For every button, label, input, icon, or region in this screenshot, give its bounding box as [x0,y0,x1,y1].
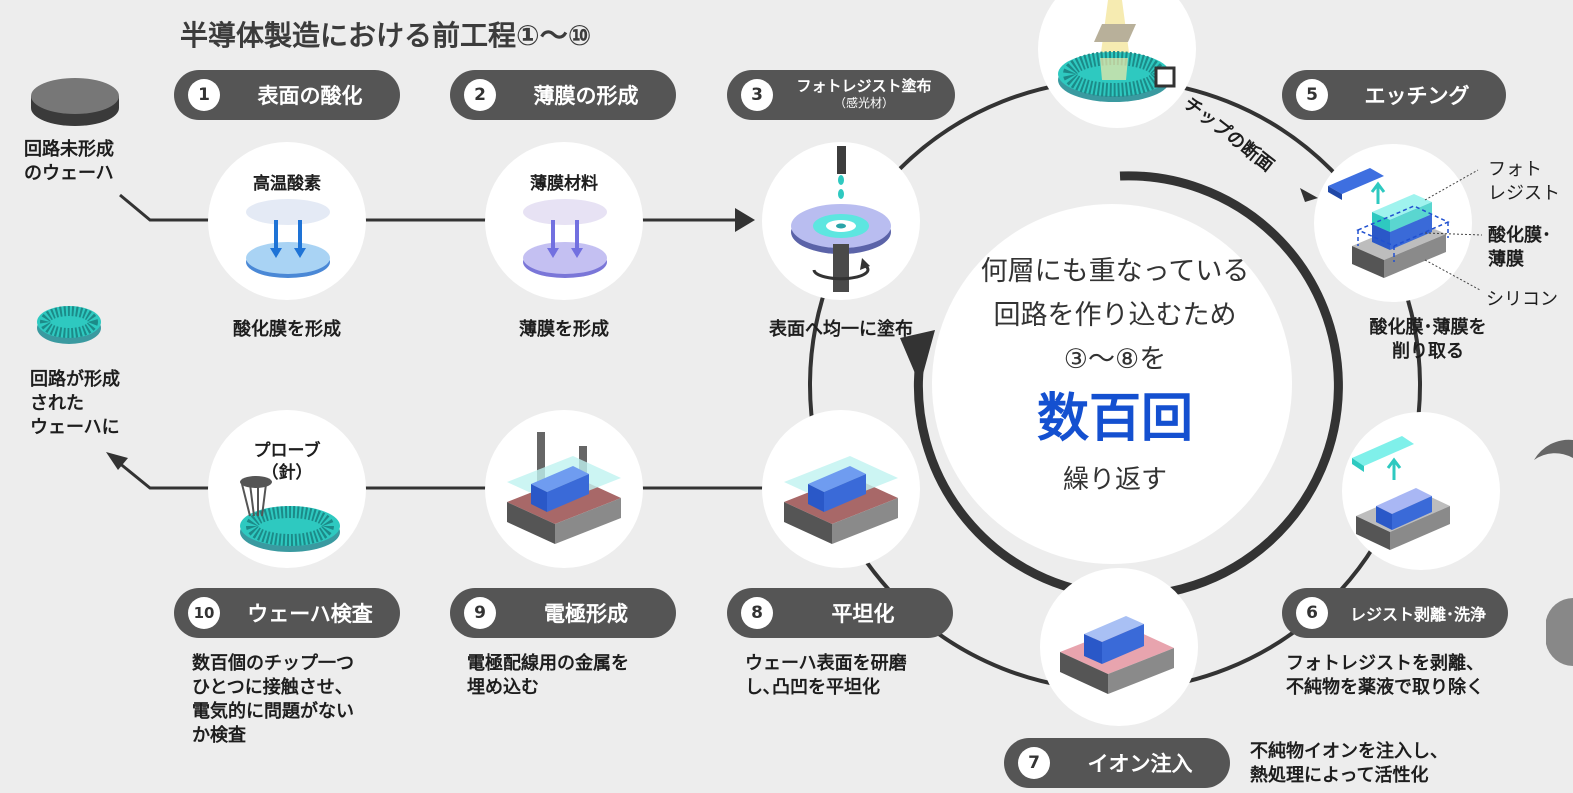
center-emphasis: 数百回 [1020,386,1210,458]
step-number: 1 [188,79,220,111]
step-9-illustration [485,410,643,568]
step-1-desc: 酸化膜を形成 [233,319,341,340]
step-8-desc: ウェーハ表面を研磨し､凸凹を平坦化 [745,653,907,698]
step-5-desc: 酸化膜･薄膜を削り取る [1369,317,1487,362]
step-label: 平坦化 [831,602,895,626]
step-7-desc: 不純物イオンを注入し、熱処理によって活性化 [1250,741,1448,786]
step-6-illustration [1342,412,1500,570]
finished-wafer-label: 回路が形成されたウェーハに [30,369,120,438]
step-label: 表面の酸化 [257,84,363,108]
bare-wafer-icon [31,78,119,126]
step-2-pill: 2 薄膜の形成 [450,70,676,120]
legend-oxide: 酸化膜･薄膜 [1488,225,1551,270]
center-message: 何層にも重なっている 回路を作り込むため ③～⑧を 数百回 繰り返す [945,250,1285,500]
step-number: 2 [464,79,496,111]
step-label: イオン注入 [1087,752,1193,776]
step-6-desc: フォトレジストを剥離、不純物を薬液で取り除く [1286,653,1484,698]
step-7-illustration [1040,568,1198,726]
center-line-1: 何層にも重なっている [980,256,1250,287]
material-label: 薄膜材料 [530,174,598,194]
step-10-desc: 数百個のチップ一つひとつに接触させ、電気的に問題がないか検査 [192,653,354,746]
planarize-icon [784,456,898,544]
step-label: 電極形成 [544,602,628,626]
step-label: ウェーハ検査 [247,602,373,626]
probe-icon [240,476,340,552]
step-number: 10 [188,597,220,629]
strip-clean-icon [1352,436,1450,550]
oxidation-icon [246,199,330,278]
center-line-3: ③～⑧を [1063,344,1167,375]
etching-icon [1328,168,1450,278]
page-title: 半導体製造における前工程①～⑩ [180,19,592,52]
step-5-pill: 5 エッチング [1282,70,1506,120]
step-1-pill: 1 表面の酸化 [174,70,400,120]
step-label: レジスト剥離･洗浄 [1349,605,1486,624]
legend-silicon: シリコン [1486,289,1558,310]
step-number: 5 [1296,79,1328,111]
electrode-icon [507,432,621,544]
ion-implant-icon [1060,616,1174,694]
step-number: 3 [741,79,773,111]
step-1-illustration: 高温酸素 [208,142,366,300]
step-number: 6 [1296,597,1328,629]
step-10-illustration: プローブ（針） [208,410,366,568]
step-3-pill: 3 フォトレジスト塗布 （感光材） [727,70,955,120]
center-line-2: 回路を作り込むため [993,300,1237,331]
step-label: 薄膜の形成 [533,84,639,108]
exposure-icon [1058,0,1176,102]
step-6-pill: 6 レジスト剥離･洗浄 [1282,588,1508,638]
finished-wafer-icon [37,306,101,344]
step-label: エッチング [1364,84,1470,108]
center-circle [932,204,1292,564]
step-9-desc: 電極配線用の金属を埋め込む [467,653,629,698]
step-label: フォトレジスト塗布 （感光材） [796,77,932,111]
step-3-illustration [762,142,920,300]
step-8-illustration [762,410,920,568]
step-2-desc: 薄膜を形成 [519,319,609,340]
step-number: 9 [464,597,496,629]
center-line-4: 繰り返す [1062,465,1167,495]
material-label: 高温酸素 [253,174,321,194]
probe-label: プローブ（針） [253,441,321,483]
thin-film-icon [523,199,607,278]
step-9-pill: 9 電極形成 [450,588,676,638]
step-number: 8 [741,597,773,629]
step-5-illustration [1314,144,1472,302]
spin-coat-icon [791,146,891,292]
step-number: 7 [1018,747,1050,779]
start-wafer-label: 回路未形成のウェーハ [24,139,114,184]
legend-photoresist: フォトレジスト [1488,159,1560,204]
step-7-pill: 7 イオン注入 [1004,738,1230,788]
step-2-illustration: 薄膜材料 [485,142,643,300]
edge-decoration [1534,439,1573,666]
step-10-pill: 10 ウェーハ検査 [174,588,400,638]
step-8-pill: 8 平坦化 [727,588,953,638]
step-4-illustration [1038,0,1196,128]
step-3-desc: 表面へ均一に塗布 [769,319,913,340]
legend-leader-lines [1424,169,1483,291]
